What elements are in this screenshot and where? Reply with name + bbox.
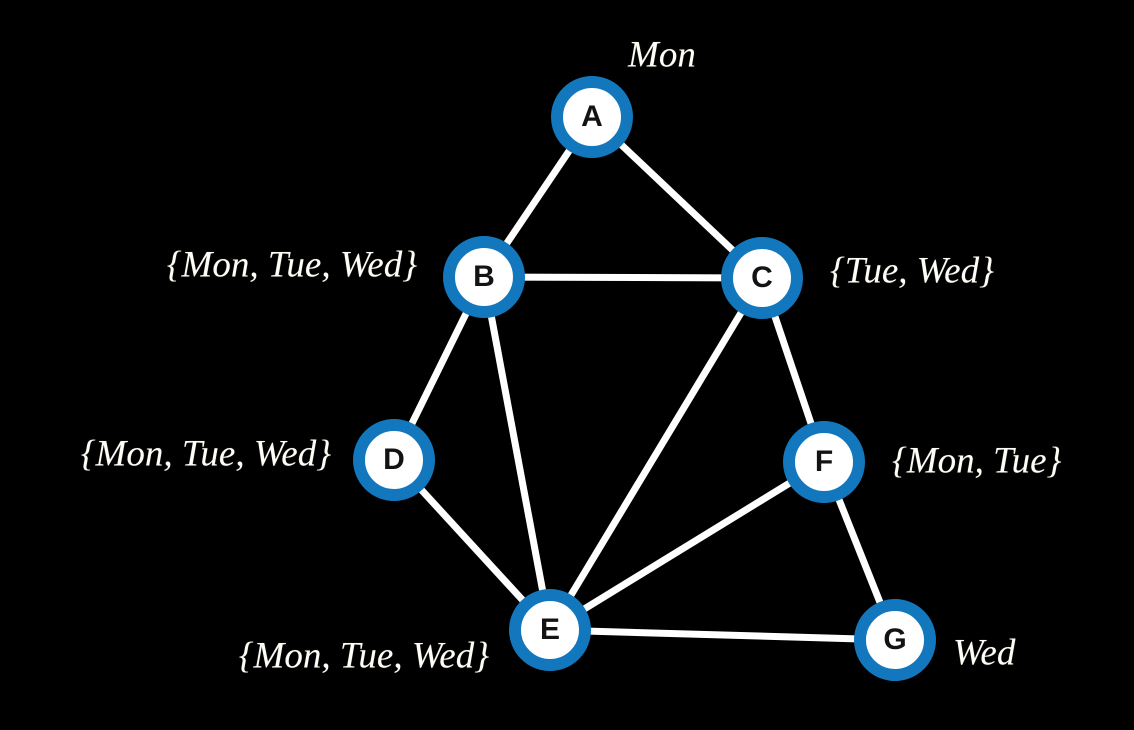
domain-label-A: Mon (628, 34, 696, 76)
node-letter-F: F (814, 445, 834, 478)
domain-label-E: {Mon, Tue, Wed} (238, 635, 489, 677)
node-D: D (353, 419, 435, 501)
domain-label-D: {Mon, Tue, Wed} (80, 433, 331, 475)
edge-B-E (480, 276, 554, 631)
edge-E-G (549, 626, 896, 644)
edge-E-F (548, 459, 826, 633)
node-B: B (443, 236, 525, 318)
node-letter-B: B (473, 260, 495, 293)
node-letter-G: G (883, 623, 907, 656)
node-F: F (783, 421, 865, 503)
domain-label-F: {Mon, Tue} (892, 440, 1062, 482)
node-C: C (721, 237, 803, 319)
domain-label-B: {Mon, Tue, Wed} (166, 244, 417, 286)
node-letter-D: D (383, 443, 405, 476)
edge-B-C (483, 273, 763, 282)
node-E: E (509, 589, 591, 671)
node-letter-E: E (539, 613, 560, 646)
edge-C-E (547, 276, 765, 632)
domain-label-G: Wed (953, 632, 1016, 674)
node-letter-C: C (751, 261, 773, 294)
node-letter-A: A (581, 100, 603, 133)
node-A: A (551, 76, 633, 158)
node-G: G (854, 599, 936, 681)
domain-label-C: {Tue, Wed} (830, 250, 994, 292)
